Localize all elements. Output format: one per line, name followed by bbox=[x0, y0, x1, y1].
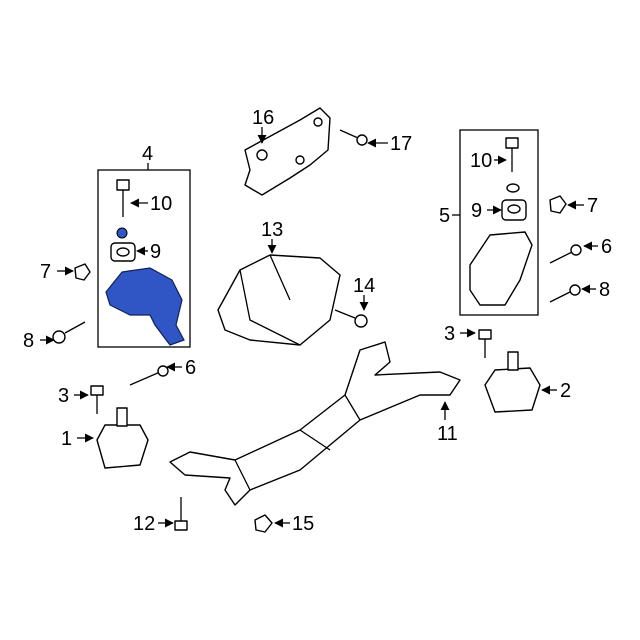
part-3-bolt-right[interactable] bbox=[478, 329, 492, 358]
part-16-bracket[interactable] bbox=[244, 107, 331, 196]
callout-15: 15 bbox=[292, 513, 314, 535]
part-8-bolt-left[interactable] bbox=[52, 321, 86, 344]
callout-8-left: 8 bbox=[23, 330, 34, 352]
callout-8-right: 8 bbox=[599, 279, 610, 301]
callout-17: 17 bbox=[390, 133, 412, 155]
callout-9-left: 9 bbox=[150, 241, 161, 263]
part-bracket-highlighted[interactable] bbox=[105, 267, 185, 346]
part-7-nut-left[interactable] bbox=[74, 263, 91, 281]
callout-13: 13 bbox=[261, 219, 283, 241]
part-15-nut[interactable] bbox=[254, 514, 273, 533]
part-12-bolt[interactable] bbox=[174, 497, 188, 531]
part-8-bolt-right[interactable] bbox=[549, 284, 581, 303]
group-box-4 bbox=[97, 169, 191, 348]
part-17-bolt[interactable] bbox=[339, 129, 368, 146]
callout-16: 16 bbox=[252, 107, 274, 129]
part-14-bolt[interactable] bbox=[334, 309, 368, 328]
part-10-bolt-left[interactable] bbox=[116, 179, 130, 217]
part-1-mount-left[interactable] bbox=[96, 407, 149, 469]
callout-3-right: 3 bbox=[444, 323, 455, 345]
callout-9-right: 9 bbox=[471, 200, 482, 222]
part-washer bbox=[116, 227, 128, 239]
part-13-cover[interactable] bbox=[217, 254, 341, 346]
callout-11: 11 bbox=[437, 423, 458, 445]
callout-4: 4 bbox=[142, 143, 153, 165]
callout-2: 2 bbox=[560, 380, 571, 402]
part-11-crossmember[interactable] bbox=[169, 341, 461, 506]
callout-7-left: 7 bbox=[40, 261, 51, 283]
callout-10-right: 10 bbox=[470, 150, 492, 172]
part-2-mount-right[interactable] bbox=[484, 351, 541, 413]
group-box-5 bbox=[459, 129, 539, 316]
part-10-bolt-right[interactable] bbox=[505, 137, 519, 172]
part-9-bushing-left[interactable] bbox=[110, 242, 136, 262]
callout-12: 12 bbox=[133, 513, 155, 535]
callout-6-left: 6 bbox=[185, 357, 196, 379]
callout-6-right: 6 bbox=[601, 236, 612, 258]
part-9-bushing-right[interactable] bbox=[501, 199, 527, 221]
callout-7-right: 7 bbox=[587, 195, 598, 217]
callout-1: 1 bbox=[61, 428, 72, 450]
part-5-bracket[interactable] bbox=[469, 231, 533, 306]
part-7-nut-right[interactable] bbox=[549, 195, 567, 214]
callout-3-left: 3 bbox=[58, 385, 69, 407]
part-3-bolt-left[interactable] bbox=[90, 385, 104, 414]
callout-5: 5 bbox=[439, 205, 450, 227]
part-6-stud-right[interactable] bbox=[549, 244, 582, 264]
callout-10-left: 10 bbox=[150, 193, 172, 215]
callout-14: 14 bbox=[353, 275, 375, 297]
part-6-stud-left[interactable] bbox=[129, 365, 169, 386]
